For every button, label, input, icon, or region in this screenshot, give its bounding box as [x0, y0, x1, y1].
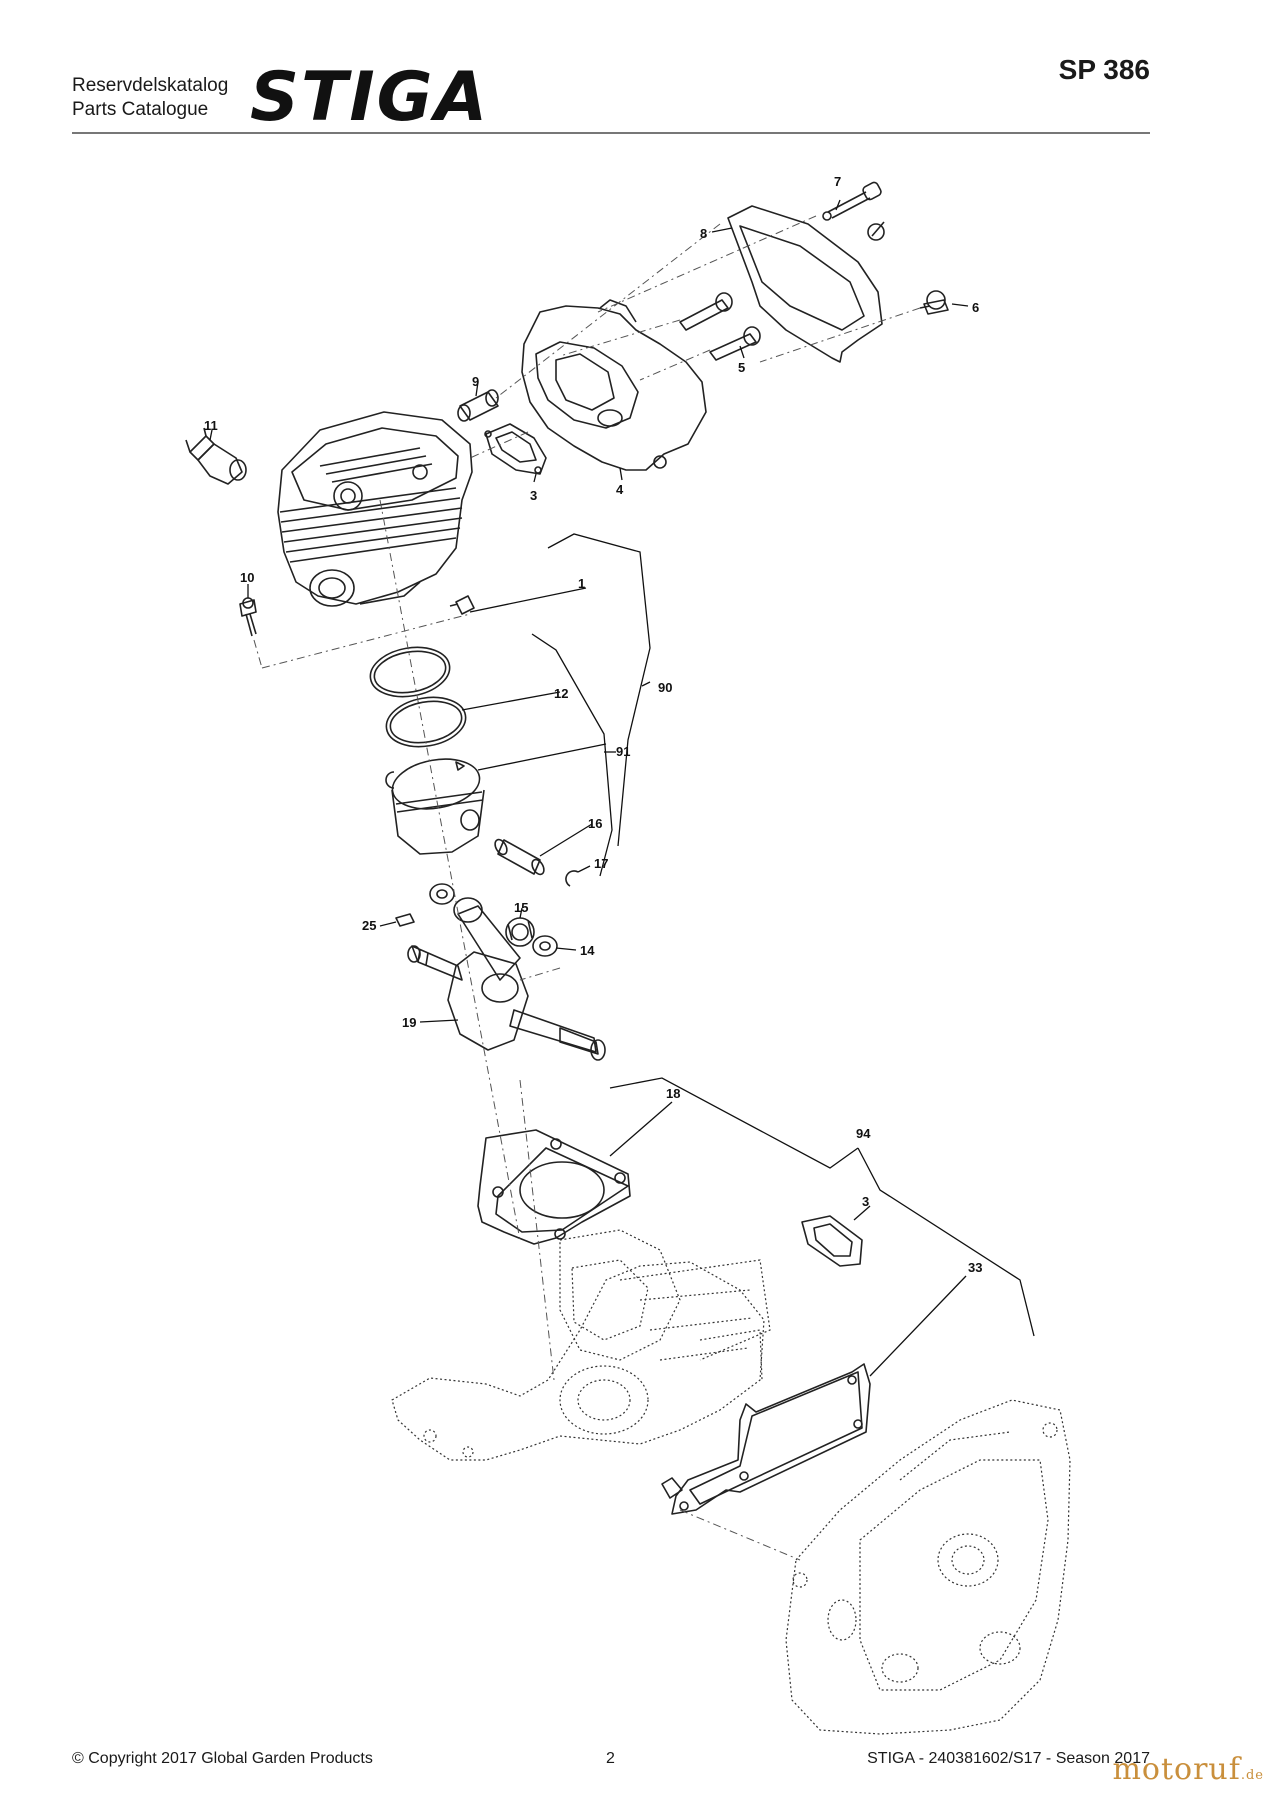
bolts-5-drawing [679, 292, 761, 361]
brand-logo: STIGA [250, 58, 490, 137]
label-11: 11 [204, 418, 218, 433]
label-5: 5 [738, 360, 745, 375]
bolt-7-drawing [822, 181, 882, 221]
nipple-1-drawing [449, 595, 475, 615]
circlip-17-drawing [565, 870, 579, 887]
label-17: 17 [594, 856, 608, 871]
label-8: 8 [700, 226, 707, 241]
crankcase-outline [391, 1229, 1071, 1735]
model-number: SP 386 [1058, 54, 1150, 85]
leader-lines [209, 199, 1035, 1377]
alignment-lines [253, 215, 921, 1561]
label-3-upper: 3 [530, 488, 537, 503]
label-16: 16 [588, 816, 602, 831]
label-91: 91 [616, 744, 630, 759]
label-7: 7 [834, 174, 841, 189]
watermark-text: motoruf [1112, 1752, 1241, 1787]
watermark-logo: motoruf.de [1112, 1752, 1264, 1787]
label-18: 18 [666, 1086, 680, 1101]
gasket-33-drawing [661, 1363, 871, 1515]
label-15: 15 [514, 900, 528, 915]
gasket-18-drawing [477, 1129, 631, 1245]
part-labels: 7 8 6 5 9 3 4 11 10 1 90 12 91 16 17 15 … [204, 174, 982, 1275]
label-4: 4 [616, 482, 624, 497]
label-1: 1 [578, 576, 585, 591]
label-25: 25 [362, 918, 376, 933]
muffler-4-drawing [521, 299, 707, 471]
catalog-title: Reservdelskatalog Parts Catalogue [72, 74, 228, 122]
label-94: 94 [856, 1126, 871, 1141]
footer-copyright: © Copyright 2017 Global Garden Products [72, 1750, 373, 1767]
catalog-title-english: Parts Catalogue [72, 99, 209, 120]
washers-14-drawing [429, 883, 558, 957]
gasket-3-lower-drawing [801, 1215, 863, 1267]
label-9: 9 [472, 374, 479, 389]
label-90: 90 [658, 680, 672, 695]
circlip-left-drawing [385, 771, 395, 789]
watermark-suffix: .de [1240, 1768, 1264, 1783]
label-33: 33 [968, 1260, 982, 1275]
bolt-10-drawing [239, 597, 257, 637]
sleeve-9-drawing [457, 389, 499, 422]
screw-6-drawing [919, 290, 949, 315]
label-3-lower: 3 [862, 1194, 869, 1209]
label-19: 19 [402, 1015, 416, 1030]
gasket-3-upper-drawing [484, 423, 547, 475]
piston-pin-16-drawing [494, 838, 545, 876]
cover-8-drawing [727, 205, 885, 363]
key-25-drawing [395, 913, 415, 927]
crankshaft-19-drawing [407, 897, 606, 1061]
footer-page-number: 2 [606, 1750, 615, 1767]
header-divider [72, 132, 1150, 134]
footer-document-id: STIGA - 240381602/S17 - Season 2017 [867, 1750, 1150, 1767]
label-10: 10 [240, 570, 254, 585]
cylinder-1-drawing [277, 411, 473, 607]
label-14: 14 [580, 943, 595, 958]
label-12: 12 [554, 686, 568, 701]
catalog-title-swedish: Reservdelskatalog [72, 75, 229, 96]
piston-drawing [391, 758, 485, 855]
label-6: 6 [972, 300, 979, 315]
needle-bearing-15-drawing [505, 917, 535, 947]
piston-rings-12-drawing [369, 646, 467, 748]
spark-plug-11-drawing [185, 427, 247, 485]
